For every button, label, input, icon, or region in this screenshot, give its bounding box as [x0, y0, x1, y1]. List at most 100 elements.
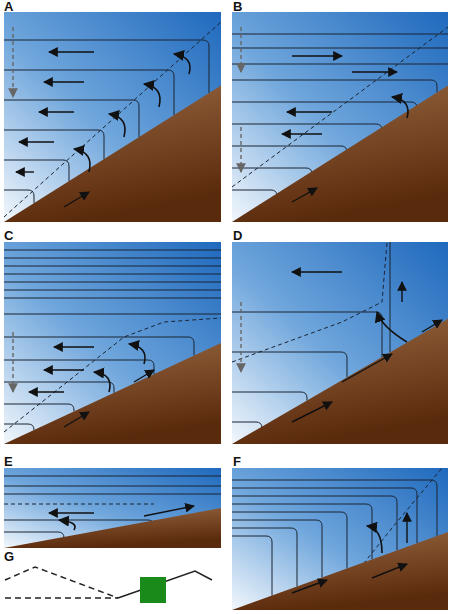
isopycnal-line: [4, 532, 64, 538]
downwelling-arrow: [12, 332, 13, 392]
flow-arrow: [401, 282, 402, 302]
water-column: [232, 468, 448, 610]
slope-panel: [232, 242, 448, 444]
turning-flow-arrow: [74, 149, 90, 172]
isopycnal-line: [4, 266, 221, 267]
flow-arrow: [406, 513, 407, 543]
panel-content: [232, 468, 448, 610]
flow-arrow: [44, 81, 84, 82]
flow-arrow: [282, 133, 322, 134]
downwelling-arrow: [240, 27, 241, 72]
isopycnal-line: [232, 146, 347, 152]
isopycnal-line: [4, 476, 221, 477]
panel-g-sketch: [5, 567, 212, 603]
water-column: [4, 242, 221, 444]
isopycnal-line: [4, 258, 221, 259]
flow-arrow: [292, 188, 317, 202]
seafloor-slope: [4, 86, 221, 223]
turning-flow-arrow: [94, 372, 110, 392]
isopycnal-line: [4, 250, 221, 251]
flow-arrow: [134, 370, 154, 382]
flow-arrow: [287, 111, 332, 112]
seafloor-slope: [4, 343, 221, 444]
seafloor-slope: [232, 86, 448, 223]
flow-arrow: [49, 512, 94, 513]
turning-flow-arrow: [144, 84, 160, 107]
isopycnal-line: [4, 298, 221, 299]
water-column: [232, 12, 448, 222]
panel-letter: B: [233, 0, 242, 13]
downwelling-arrow: [12, 27, 13, 97]
flow-arrow: [352, 71, 397, 72]
water-column: [4, 468, 221, 548]
boundary-dashed-line: [232, 242, 387, 362]
isopycnal-line: [4, 360, 154, 374]
panel-content: [4, 468, 221, 548]
flow-arrow: [292, 402, 332, 422]
isopycnal-line: [4, 404, 74, 411]
isopycnal-line: [4, 382, 114, 393]
flow-arrow: [342, 354, 392, 382]
panel-content: [232, 242, 448, 444]
isopycnal-line: [4, 160, 69, 181]
slope-panel: [4, 242, 221, 444]
panel-letter: C: [4, 229, 13, 242]
isopycnal-line: [232, 124, 382, 130]
flow-arrow: [144, 506, 194, 516]
flow-arrow: [292, 271, 342, 272]
turning-flow-arrow: [392, 97, 408, 118]
turning-flow-arrow: [129, 344, 145, 364]
panel-letter: G: [4, 550, 14, 563]
isopycnal-line: [232, 48, 448, 49]
flow-arrow: [29, 391, 64, 392]
flow-arrow: [372, 564, 407, 578]
flow-arrow: [64, 412, 89, 427]
isopycnal-line: [4, 486, 221, 487]
turning-flow-arrow: [174, 54, 190, 74]
downwelling-arrow: [240, 302, 241, 372]
water-column: [232, 242, 448, 444]
isopycnal-line: [4, 337, 194, 356]
slope-panel: [232, 12, 448, 222]
isopycnal-line: [4, 130, 104, 159]
slope-panel: [4, 12, 221, 222]
flow-arrow: [39, 111, 74, 112]
flow-arrow: [54, 346, 94, 347]
flow-arrow: [292, 55, 342, 56]
isopycnal-line: [232, 34, 448, 35]
seafloor-slope: [4, 508, 221, 548]
panel-content: [4, 12, 221, 222]
isopycnal-line: [4, 70, 174, 115]
boundary-dashed-line: [4, 504, 154, 505]
flow-arrow: [44, 369, 84, 370]
isopycnal-line: [232, 102, 417, 108]
turning-flow-arrow: [367, 526, 382, 553]
turning-flow-arrow: [109, 114, 125, 137]
water-column: [4, 12, 221, 222]
panel-letter: F: [233, 455, 241, 468]
isopycnal-line: [232, 422, 262, 428]
flow-arrow: [19, 141, 54, 142]
isopycnal-line: [232, 168, 312, 174]
isopycnal-line: [4, 100, 139, 137]
isopycnal-line: [232, 536, 272, 596]
panel-letter: E: [4, 455, 13, 468]
flow-arrow: [16, 171, 34, 172]
isopycnal-line: [4, 314, 221, 315]
isopycnal-line: [4, 274, 221, 275]
isopycnal-line: [390, 242, 391, 352]
seafloor-slope: [232, 532, 448, 610]
isopycnal-line: [232, 64, 448, 65]
turning-flow-arrow: [59, 520, 75, 530]
slope-panel: [4, 468, 221, 548]
seafloor-slope: [232, 319, 448, 444]
flow-arrow: [292, 580, 327, 593]
isopycnal-line: [232, 352, 347, 377]
isopycnal-line: [232, 528, 297, 586]
panel-letter: A: [4, 0, 13, 13]
panel-letter: D: [233, 229, 242, 242]
isopycnal-line: [232, 392, 307, 401]
isopycnal-line: [4, 290, 221, 291]
slope-panel: [232, 468, 448, 610]
